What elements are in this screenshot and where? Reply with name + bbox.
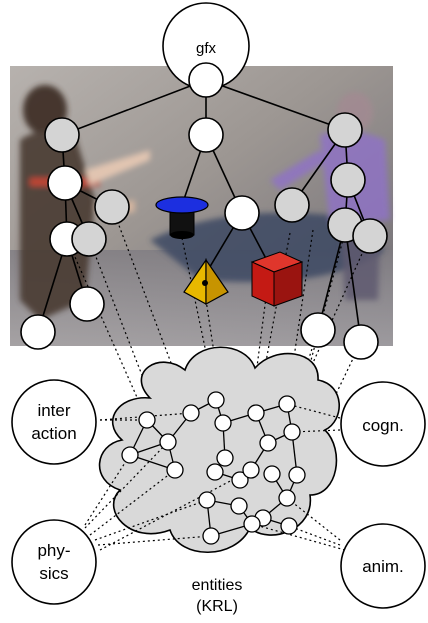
interaction-label-line2: action: [31, 424, 76, 443]
entities-label-line2: (KRL): [196, 598, 238, 615]
scene-node: [224, 195, 260, 231]
scene-graph-nodes: [20, 62, 388, 360]
entity-node: [247, 404, 265, 422]
scene-node: [352, 218, 388, 254]
entity-node: [231, 471, 249, 489]
entity-node: [198, 491, 216, 509]
entity-node: [121, 446, 139, 464]
entity-node: [280, 517, 298, 535]
scene-node: [327, 112, 363, 148]
interaction-label-line1: inter: [37, 401, 70, 420]
scene-node: [20, 314, 56, 350]
entity-node: [230, 497, 248, 515]
entity-node: [166, 461, 184, 479]
entity-node: [214, 414, 232, 432]
module-entity-links: [84, 403, 346, 551]
entity-node: [182, 404, 200, 422]
entity-node: [207, 391, 225, 409]
entity-node: [206, 463, 224, 481]
cube-icon: [250, 251, 304, 307]
entity-node: [283, 423, 301, 441]
entity-cloud-label: entities (KRL): [192, 577, 243, 615]
scene-node: [188, 62, 224, 98]
cognition-module: cogn.: [340, 381, 426, 467]
scene-node: [69, 286, 105, 322]
entity-nodes: [121, 391, 306, 545]
entity-node: [242, 461, 260, 479]
entity-node: [216, 449, 234, 467]
top-hat-icon: [155, 196, 209, 239]
scene-node: [343, 324, 379, 360]
entity-node: [263, 465, 281, 483]
entity-node: [138, 411, 156, 429]
scene-node: [94, 189, 130, 225]
entity-node: [278, 395, 296, 413]
physics-label-line2: sics: [39, 564, 68, 583]
scene-node: [71, 221, 107, 257]
entity-node: [259, 434, 277, 452]
scene-node: [274, 187, 310, 223]
animation-label: anim.: [362, 557, 404, 576]
animation-module: anim.: [340, 523, 426, 609]
entity-node: [159, 433, 177, 451]
entities-label-line1: entities: [192, 577, 243, 594]
entity-node: [278, 489, 296, 507]
physics-module: phy- sics: [11, 519, 97, 605]
scene-node: [47, 165, 83, 201]
gfx-label: gfx: [196, 40, 217, 57]
scene-node: [330, 162, 366, 198]
entity-node: [288, 466, 306, 484]
scene-node: [188, 117, 224, 153]
scene-node: [300, 312, 336, 348]
interaction-module: inter action: [11, 379, 97, 465]
cognition-label: cogn.: [362, 416, 404, 435]
pyramid-icon: [183, 258, 229, 306]
entity-node: [202, 527, 220, 545]
entity-node: [243, 515, 261, 533]
scene-node: [44, 117, 80, 153]
physics-label-line1: phy-: [37, 541, 70, 560]
